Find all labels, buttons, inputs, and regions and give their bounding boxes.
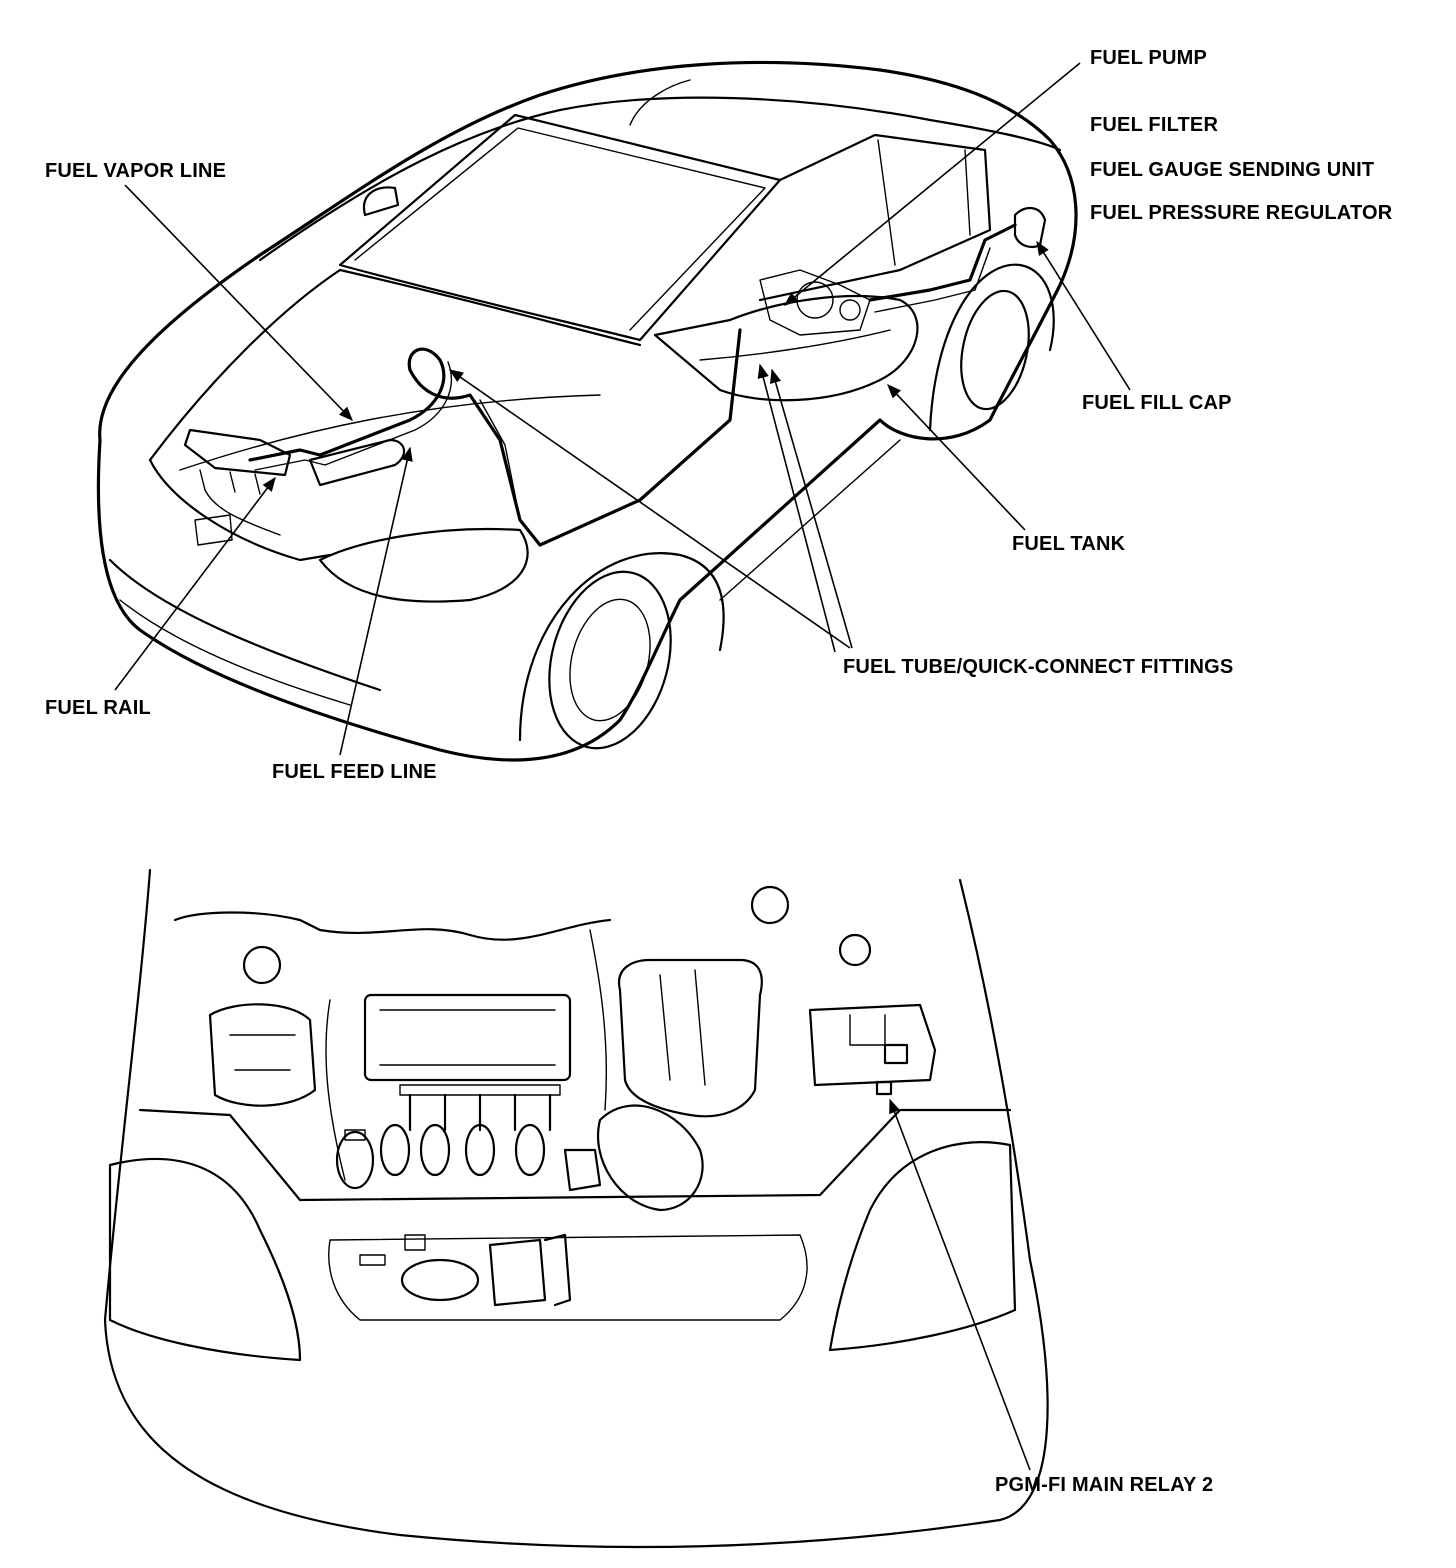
label-fuel-pump: FUEL PUMP xyxy=(1090,47,1207,69)
label-fuel-filter: FUEL FILTER xyxy=(1090,114,1219,136)
leader-pgm-fi-main-relay-2 xyxy=(889,1098,1031,1471)
leader-fuel-tank xyxy=(887,383,1026,531)
leader-fuel-tube-c xyxy=(770,368,853,649)
leader-fuel-feed-line xyxy=(339,446,413,756)
car-illustration xyxy=(96,60,1078,762)
label-fuel-fill-cap: FUEL FILL CAP xyxy=(1082,392,1232,414)
label-fuel-feed-line: FUEL FEED LINE xyxy=(272,761,437,783)
label-fuel-gauge-sending-unit: FUEL GAUGE SENDING UNIT xyxy=(1090,159,1375,181)
leader-fuel-fill-cap xyxy=(1036,240,1131,391)
leader-fuel-pump xyxy=(783,62,1081,306)
label-fuel-tube-fittings: FUEL TUBE/QUICK-CONNECT FITTINGS xyxy=(843,656,1234,678)
label-fuel-vapor-line: FUEL VAPOR LINE xyxy=(45,160,227,182)
label-fuel-tank: FUEL TANK xyxy=(1012,533,1126,555)
leader-fuel-vapor-line xyxy=(124,184,354,422)
label-fuel-rail: FUEL RAIL xyxy=(45,697,151,719)
leader-fuel-tube-b xyxy=(757,363,836,653)
label-fuel-pressure-regulator: FUEL PRESSURE REGULATOR xyxy=(1090,202,1393,224)
leader-fuel-tube-a xyxy=(448,369,851,649)
leader-lines xyxy=(114,62,1131,1471)
leader-fuel-rail xyxy=(114,476,276,691)
label-pgm-fi-main-relay-2: PGM-FI MAIN RELAY 2 xyxy=(995,1474,1214,1496)
engine-bay-illustration xyxy=(103,868,1049,1549)
